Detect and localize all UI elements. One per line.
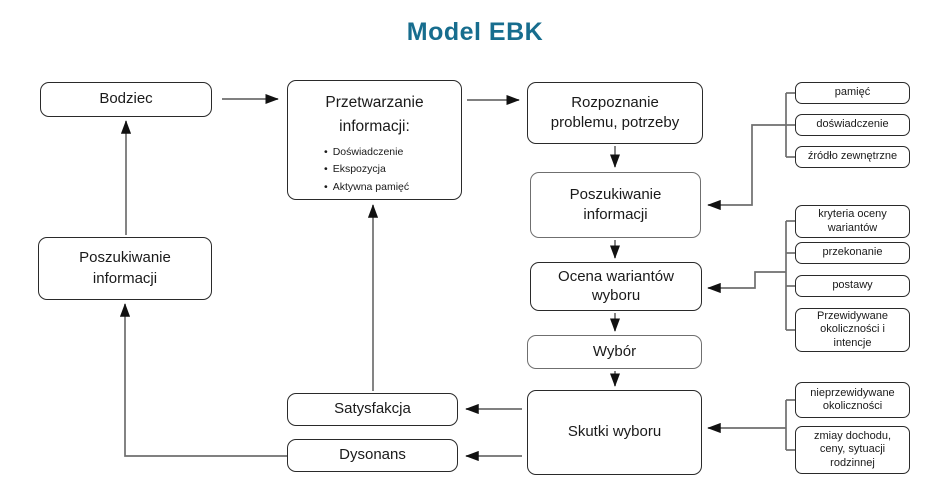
bracket-group-2 — [707, 220, 795, 331]
bullet-item: Aktywna pamięć — [324, 179, 451, 196]
bracket-group-3 — [707, 399, 795, 451]
side-box-zmiany-dochodu: zmiay dochodu, ceny, sytuacji rodzinnej — [795, 426, 910, 474]
bullet-item: Doświadczenie — [324, 144, 451, 161]
node-skutki: Skutki wyboru — [527, 390, 702, 475]
przetwarzanie-title: Przetwarzanie informacji: — [325, 94, 424, 136]
side-box-zrodlo-zewnetrzne: źródło zewnętrzne — [795, 146, 910, 168]
side-box-przewidywane: Przewidywane okoliczności i intencje — [795, 308, 910, 352]
node-rozpoznanie: Rozpoznanie problemu, potrzeby — [527, 82, 703, 144]
arrow-group1-to-poszukiwanie — [707, 124, 786, 211]
przetwarzanie-bullet-list: Doświadczenie Ekspozycja Aktywna pamięć — [324, 144, 451, 196]
node-przetwarzanie: Przetwarzanie informacji: Doświadczenie … — [287, 80, 462, 200]
arrow-group2-to-ocena — [707, 271, 786, 294]
side-box-pamiec: pamięć — [795, 82, 910, 104]
side-box-doswiadczenie: doświadczenie — [795, 114, 910, 136]
side-box-postawy: postawy — [795, 275, 910, 297]
side-box-przekonanie: przekonanie — [795, 242, 910, 264]
side-box-nieprzewidywane: nieprzewidywane okoliczności — [795, 382, 910, 418]
side-box-kryteria-oceny: kryteria oceny wariantów — [795, 205, 910, 238]
node-ocena: Ocena wariantów wyboru — [530, 262, 702, 311]
node-wybor: Wybór — [527, 335, 702, 369]
node-poszukiwanie-left: Poszukiwanie informacji — [38, 237, 212, 300]
arrow-dysonans-to-poszukiwanie-left — [119, 303, 287, 457]
bracket-group-1 — [707, 92, 795, 211]
node-dysonans: Dysonans — [287, 439, 458, 472]
diagram-title: Model EBK — [406, 18, 544, 46]
bullet-item: Ekspozycja — [324, 161, 451, 178]
node-bodziec: Bodziec — [40, 82, 212, 117]
node-satysfakcja: Satysfakcja — [287, 393, 458, 426]
node-poszukiwanie-center: Poszukiwanie informacji — [530, 172, 701, 238]
